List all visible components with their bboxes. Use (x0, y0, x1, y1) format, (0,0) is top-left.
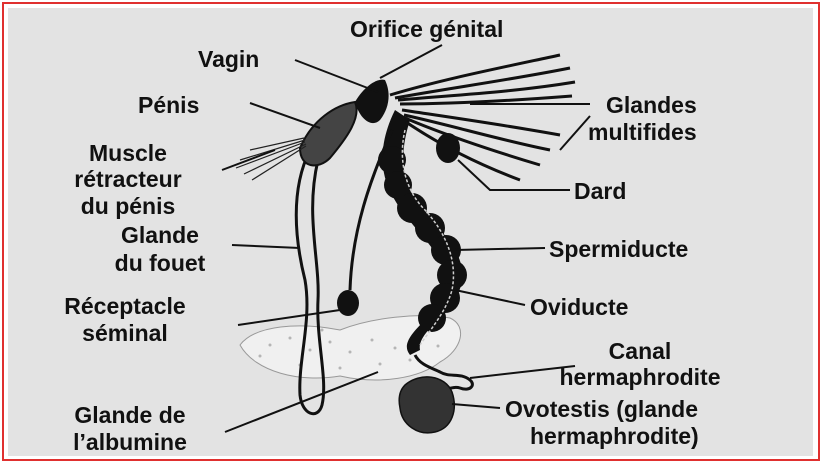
label-muscle-retracteur-2: rétracteur (38, 166, 218, 192)
label-glande-fouet-2: du fouet (80, 250, 240, 276)
label-vagin: Vagin (198, 46, 259, 72)
multifid-glands-shape (390, 55, 575, 180)
retractor-muscle-fibres (236, 138, 306, 180)
seminal-receptacle-shape (337, 290, 359, 316)
label-glande-albumine-2: l’albumine (30, 429, 230, 455)
label-glande-fouet-1: Glande (80, 222, 240, 248)
label-glande-albumine-1: Glande de (30, 402, 230, 428)
label-muscle-retracteur-1: Muscle (38, 140, 218, 166)
label-dard: Dard (574, 178, 626, 204)
label-canal-1: Canal (500, 338, 780, 364)
label-spermiducte: Spermiducte (549, 236, 688, 262)
label-oviducte: Oviducte (530, 294, 628, 320)
label-ovotestis-2: hermaphrodite) (530, 423, 699, 449)
label-receptacle-1: Réceptacle (20, 293, 230, 319)
label-receptacle-2: séminal (20, 320, 230, 346)
penis-shape (300, 102, 357, 165)
ovotestis-shape (399, 377, 454, 433)
label-glandes-multifides-2: multifides (588, 119, 697, 145)
vagina-shape (355, 80, 389, 123)
label-glandes-multifides-1: Glandes (606, 92, 697, 118)
label-muscle-retracteur-3: du pénis (38, 193, 218, 219)
label-ovotestis-1: Ovotestis (glande (505, 396, 698, 422)
label-canal-2: hermaphrodite (500, 364, 780, 390)
label-orifice-genital: Orifice génital (350, 16, 503, 42)
dart-sac-shape (436, 133, 460, 163)
oviduct-bulges (378, 146, 467, 332)
label-penis: Pénis (138, 92, 199, 118)
